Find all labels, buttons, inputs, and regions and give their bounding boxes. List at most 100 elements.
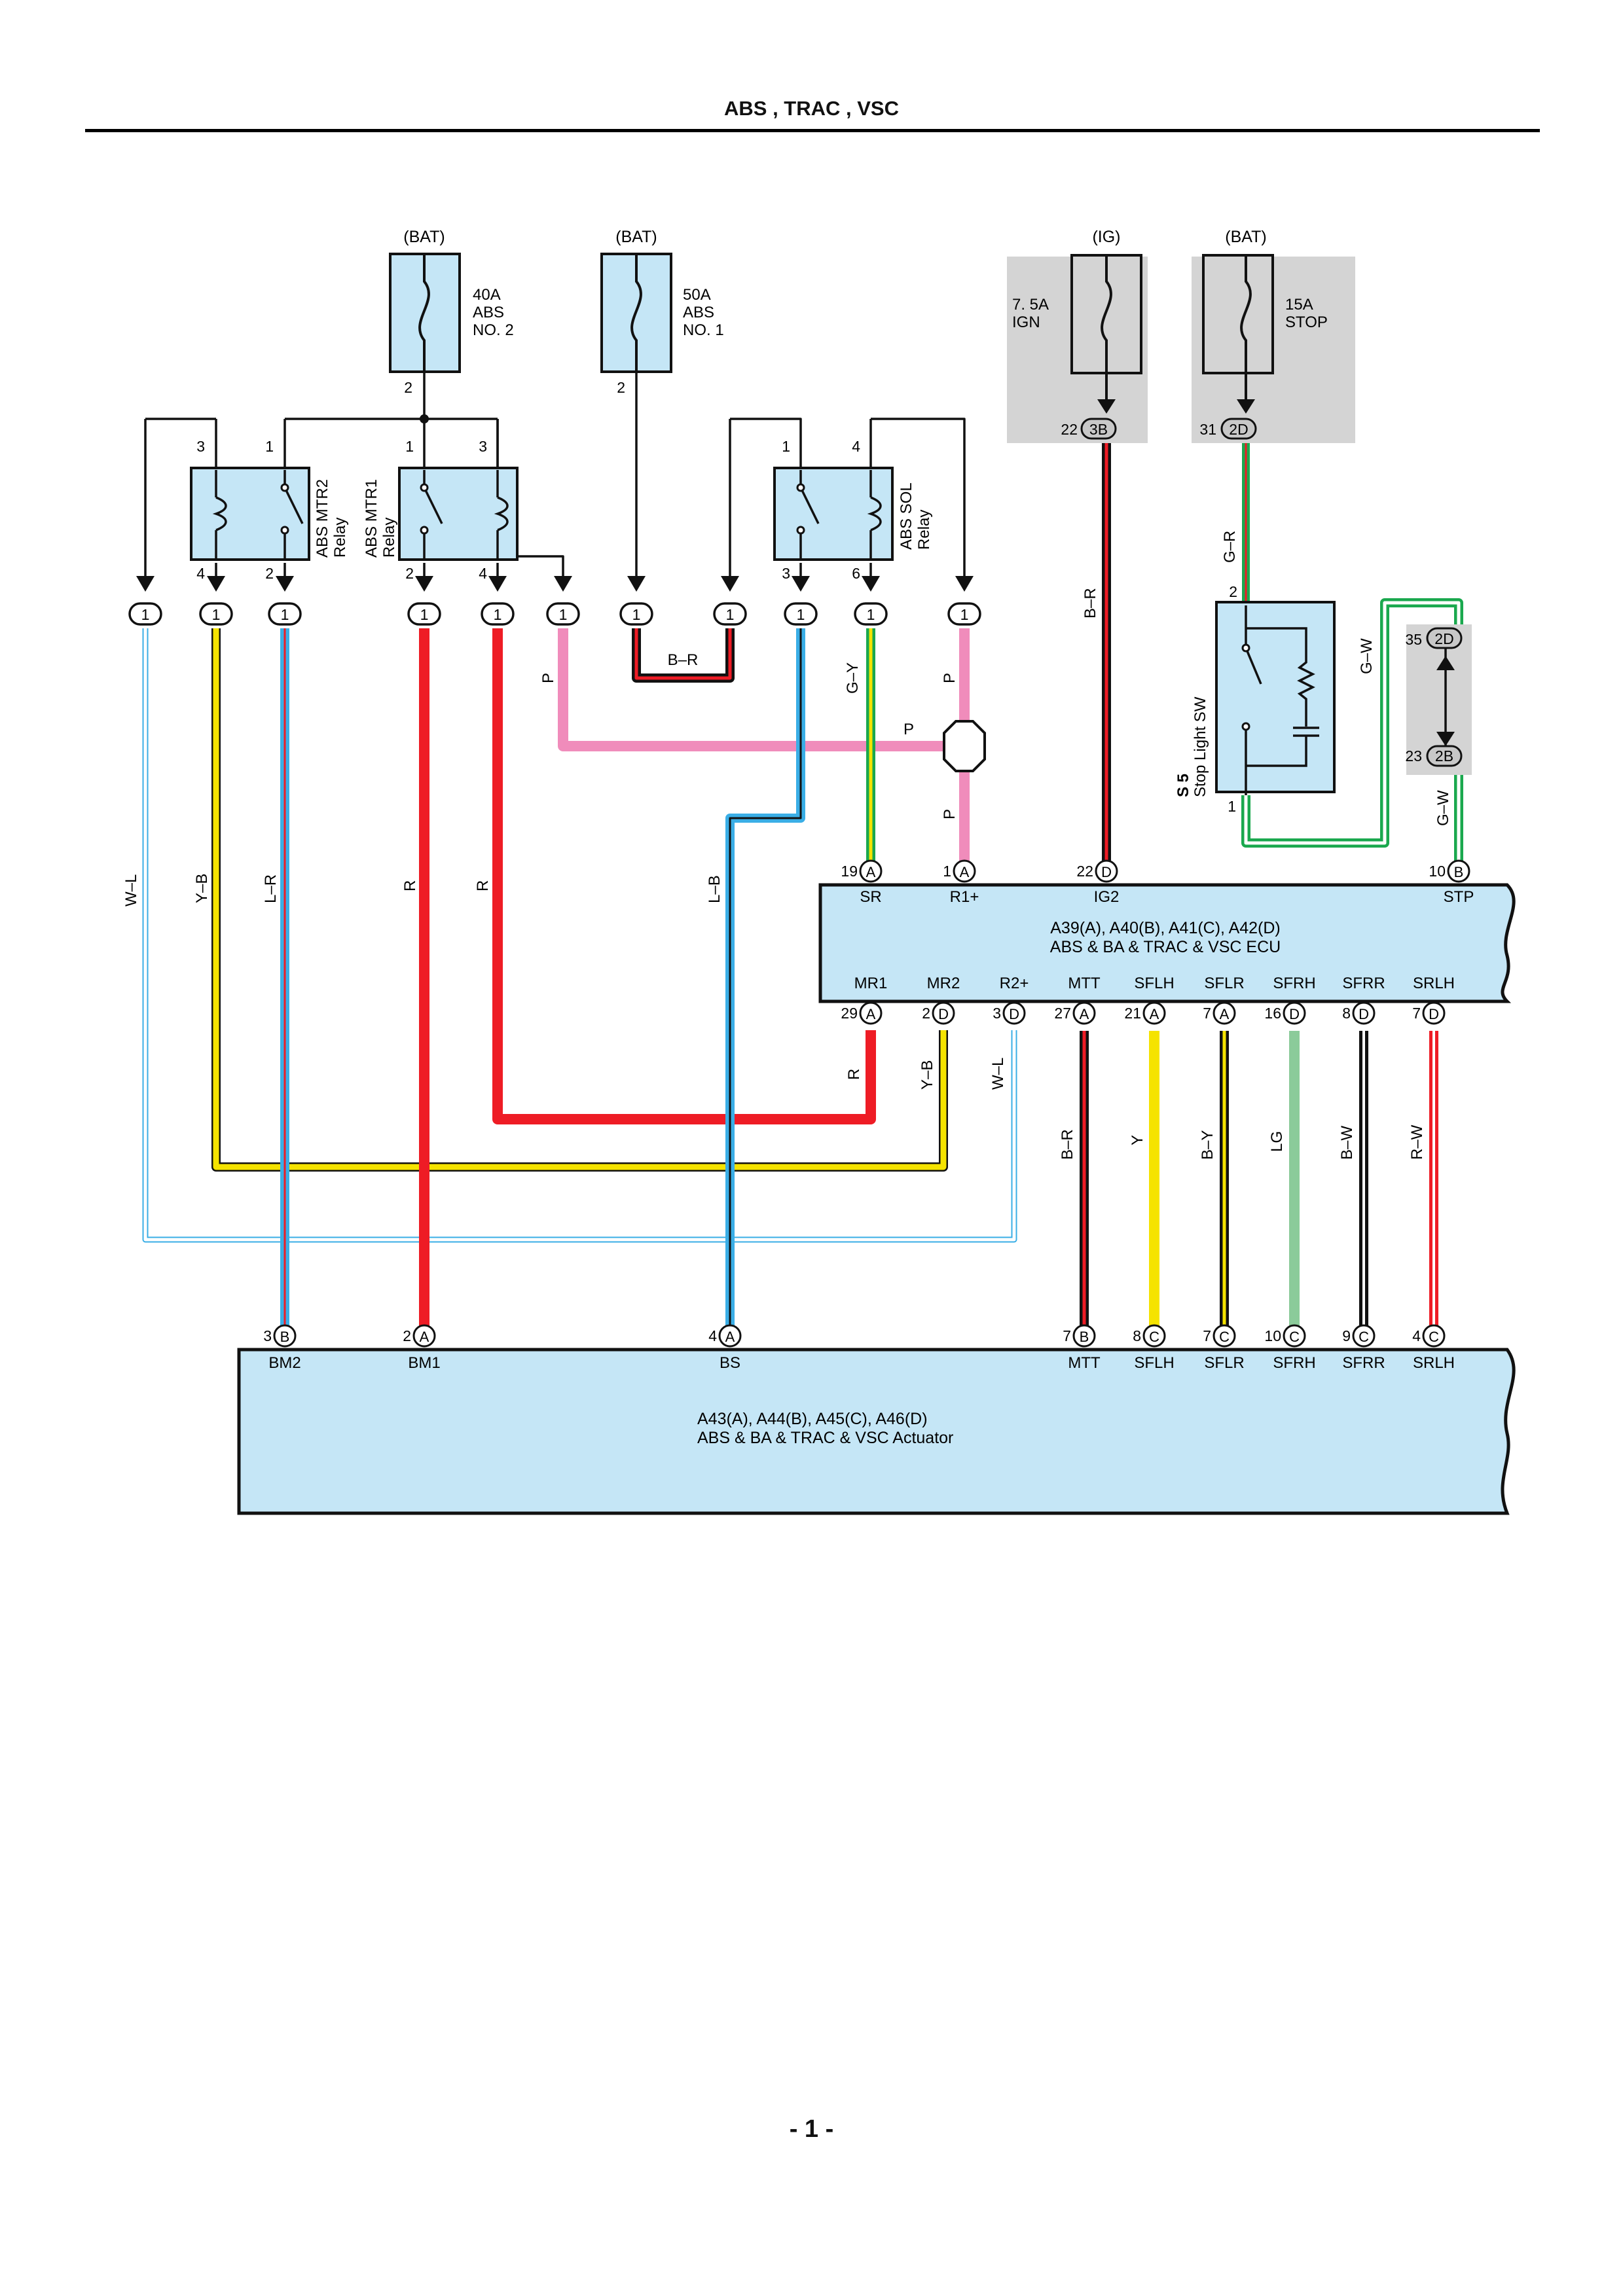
jc-10-label: 1 <box>867 606 875 623</box>
wire-b-r-short <box>632 628 735 683</box>
wire-abs2-feed <box>283 352 564 589</box>
svg-text:BM2: BM2 <box>268 1354 301 1372</box>
jc-8: 1 <box>713 576 747 626</box>
jc-11-label: 1 <box>960 606 969 623</box>
svg-text:C: C <box>1359 1329 1369 1345</box>
relay-mtr2-pin-top-left: 3 <box>196 438 205 455</box>
svg-text:SFRH: SFRH <box>1273 1354 1315 1372</box>
relay-sol-pin-top-left: 1 <box>782 438 790 455</box>
svg-text:7: 7 <box>1203 1327 1211 1344</box>
jc-9-label: 1 <box>797 606 805 623</box>
relay-mtr2-name1: ABS MTR2 <box>314 479 331 558</box>
svg-text:D: D <box>1289 1006 1300 1022</box>
svg-text:10: 10 <box>1429 863 1446 880</box>
svg-text:8: 8 <box>1342 1005 1351 1022</box>
fuse-ign-conn: 3B <box>1089 421 1108 438</box>
relay-mtr1-pin-bot-left: 2 <box>405 565 414 582</box>
jc-2-label: 1 <box>212 606 221 623</box>
svg-text:SFLR: SFLR <box>1204 975 1244 992</box>
jc-1-label: 1 <box>141 606 150 623</box>
lbl-b-r-mtt: B–R <box>1059 1129 1076 1160</box>
ecu-pin-r1plus: 1 A R1+ <box>943 859 979 906</box>
actuator-name: ABS & BA & TRAC & VSC Actuator <box>697 1429 953 1447</box>
relay-sol-name1: ABS SOL <box>898 482 915 550</box>
svg-text:D: D <box>1009 1006 1019 1022</box>
wire-w-l <box>142 628 1017 1243</box>
lbl-g-w-2: G–W <box>1434 790 1452 826</box>
jc-10: 1 <box>854 576 888 626</box>
junction-connectors: 1 1 1 1 1 1 1 1 1 1 1 <box>128 576 981 626</box>
lbl-r-w: R–W <box>1408 1124 1426 1160</box>
svg-text:16: 16 <box>1264 1005 1281 1022</box>
svg-text:MTT: MTT <box>1068 1354 1101 1372</box>
stop-switch-code: S 5 <box>1175 774 1192 797</box>
jc-6-label: 1 <box>559 606 568 623</box>
lbl-p-1: P <box>539 673 557 683</box>
relay-mtr1-pin-top-left: 1 <box>405 438 414 455</box>
svg-text:3: 3 <box>263 1327 272 1344</box>
svg-text:C: C <box>1429 1329 1439 1345</box>
title-rule <box>85 129 1540 132</box>
fuse-stop-source: (BAT) <box>1225 228 1266 246</box>
svg-text:A: A <box>960 864 970 880</box>
fuse-stop-pin: 31 <box>1199 421 1216 438</box>
relay-sol-name2: Relay <box>915 510 933 550</box>
fuse-abs2-name2: NO. 2 <box>473 321 514 339</box>
wire-l-b <box>725 628 805 1329</box>
svg-text:19: 19 <box>841 863 858 880</box>
relay-abs-sol: 1 4 3 6 ABS SOL Relay <box>773 438 933 582</box>
jc-5-label: 1 <box>494 606 502 623</box>
svg-text:A: A <box>1150 1006 1159 1022</box>
svg-text:A: A <box>420 1329 429 1345</box>
fuse-stop: (BAT) 15A STOP 31 2D <box>1192 228 1355 443</box>
fuse-stop-rating: 15A <box>1285 296 1313 314</box>
svg-text:8: 8 <box>1133 1327 1141 1344</box>
svg-text:C: C <box>1289 1329 1300 1345</box>
wires <box>142 352 1463 1329</box>
fuse-ign-source: (IG) <box>1092 228 1120 246</box>
svg-text:MR1: MR1 <box>854 975 888 992</box>
conn-2d-pin: 35 <box>1405 631 1422 648</box>
relay-sol-pin-bot-right: 6 <box>852 565 860 582</box>
jc-1: 1 <box>128 576 162 626</box>
jc-8-label: 1 <box>726 606 735 623</box>
lbl-b-r-short: B–R <box>668 651 699 669</box>
svg-text:9: 9 <box>1342 1327 1351 1344</box>
wire-r-mr1 <box>492 628 876 1124</box>
lbl-y: Y <box>1129 1135 1146 1145</box>
svg-text:4: 4 <box>1412 1327 1421 1344</box>
fuse-abs1-source: (BAT) <box>615 228 657 246</box>
lbl-g-w-1: G–W <box>1358 638 1376 674</box>
wire-mtr2-p3 <box>144 418 217 589</box>
fuse-abs1: (BAT) 50A ABS NO. 1 2 <box>600 228 724 396</box>
conn-2b-pin: 23 <box>1405 747 1422 764</box>
jc-7-label: 1 <box>632 606 641 623</box>
svg-text:29: 29 <box>841 1005 858 1022</box>
svg-text:SFLR: SFLR <box>1204 1354 1244 1372</box>
ecu-pin-stp: 10 B STP <box>1429 859 1474 906</box>
lbl-g-r: G–R <box>1221 531 1239 563</box>
fuse-stop-name1: STOP <box>1285 314 1328 331</box>
lbl-b-y: B–Y <box>1199 1130 1216 1160</box>
svg-text:B: B <box>280 1329 290 1345</box>
svg-text:SFLH: SFLH <box>1134 975 1174 992</box>
stop-switch-name: Stop Light SW <box>1192 696 1209 797</box>
svg-text:A: A <box>725 1329 735 1345</box>
page-title: ABS , TRAC , VSC <box>724 97 899 120</box>
svg-text:C: C <box>1149 1329 1159 1345</box>
svg-text:SRLH: SRLH <box>1413 1354 1455 1372</box>
relay-sol-pin-top-right: 4 <box>852 438 860 455</box>
svg-text:IG2: IG2 <box>1094 888 1120 906</box>
lbl-l-r: L–R <box>262 874 280 903</box>
svg-text:D: D <box>1429 1006 1439 1022</box>
svg-text:A: A <box>866 1006 876 1022</box>
svg-text:BM1: BM1 <box>408 1354 440 1372</box>
